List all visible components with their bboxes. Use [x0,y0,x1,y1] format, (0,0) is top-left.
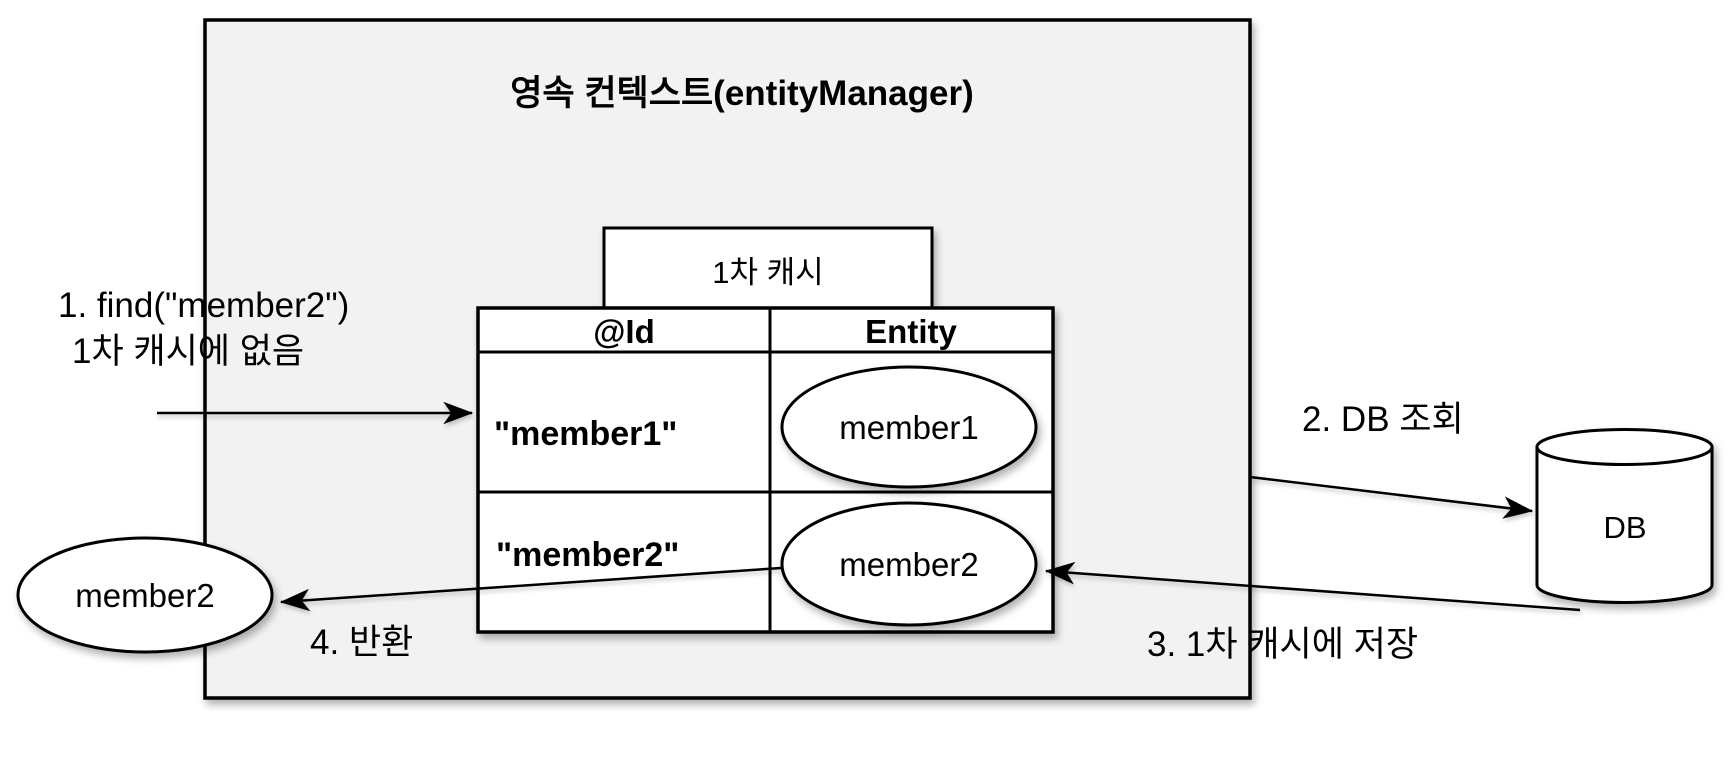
arrow-4-return [279,566,782,612]
member2-entity-ellipse [780,501,1038,627]
step1-label-line2: 1차 캐시에 없음 [72,332,304,371]
returned-member2-label: member2 [75,577,214,614]
returned-member2-ellipse [16,536,274,654]
row2-id-value: "member2" [496,536,679,574]
member1-entity-ellipse [780,365,1038,489]
member2-entity-label: member2 [839,546,978,583]
column-header-id: @Id [593,313,655,350]
step3-label: 3. 1차 캐시에 저장 [1147,625,1418,664]
step1-label-line1: 1. find("member2") [58,286,349,325]
first-level-cache-label: 1차 캐시 [712,255,823,290]
flow-arrows [157,401,1581,612]
row1-id-value: "member1" [494,415,677,453]
first-level-cache-label-box [602,226,934,310]
arrow-3-store-in-cache [1044,561,1581,612]
arrow-2-db-query [1249,475,1534,519]
db-label: DB [1603,510,1646,545]
member1-entity-label: member1 [839,409,978,446]
persistence-context-title: 영속 컨텍스트(entityManager) [510,74,974,113]
database-cylinder [1535,428,1714,604]
db-cylinder-top [1535,428,1714,466]
returned-entity: member2 [16,536,274,654]
db-cylinder-body [1535,445,1714,604]
cache-table: @Id Entity "member1" "member2" member1 m… [476,306,1055,634]
column-header-entity: Entity [865,313,957,350]
step2-label: 2. DB 조회 [1302,400,1464,439]
step4-label: 4. 반환 [310,623,413,662]
